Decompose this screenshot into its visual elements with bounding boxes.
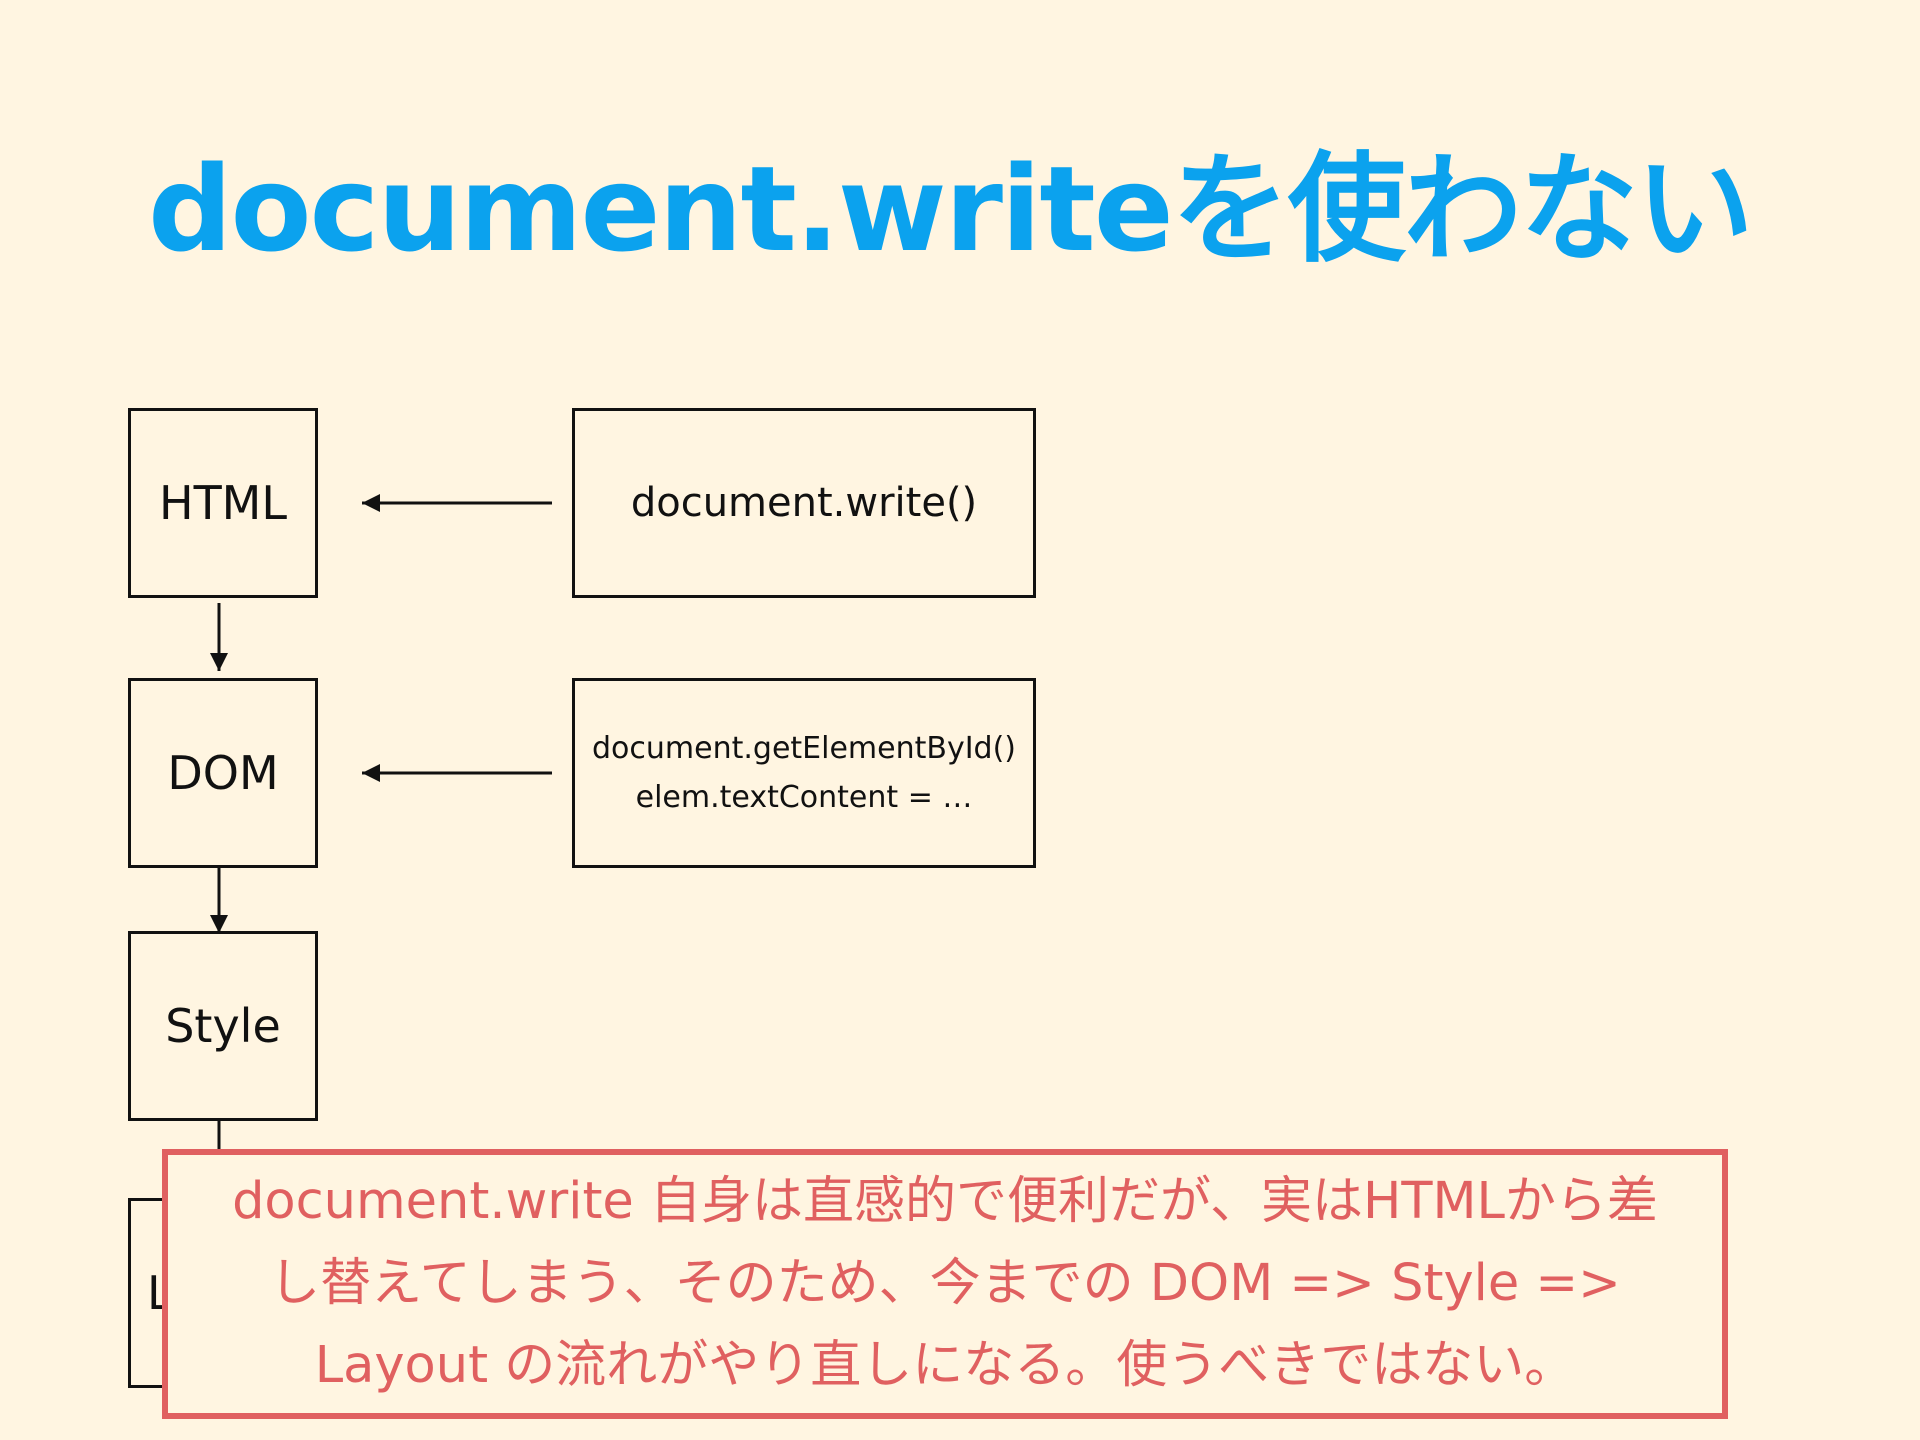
source-label-text-content: elem.textContent = … xyxy=(635,780,973,815)
source-label-get-element: document.getElementById() xyxy=(592,730,1016,766)
source-box-document-write: document.write() xyxy=(572,408,1036,598)
slide-title: document.writeを使わない xyxy=(148,140,1754,278)
stage-label-dom: DOM xyxy=(167,746,279,800)
stage-label-style: Style xyxy=(165,999,281,1053)
stage-box-style: Style xyxy=(128,931,318,1121)
note-callout: document.write 自身は直感的で便利だが、実はHTMLから差 し替え… xyxy=(162,1149,1728,1419)
stage-box-html: HTML xyxy=(128,408,318,598)
stage-label-html: HTML xyxy=(158,476,287,530)
source-label-document-write: document.write() xyxy=(630,480,978,526)
note-line-3: Layout の流れがやり直しになる。使うべきではない。 xyxy=(314,1336,1576,1395)
source-box-get-element: document.getElementById() elem.textConte… xyxy=(572,678,1036,868)
stage-box-dom: DOM xyxy=(128,678,318,868)
note-line-1: document.write 自身は直感的で便利だが、実はHTMLから差 xyxy=(232,1172,1658,1231)
note-line-2: し替えてしまう、そのため、今までの DOM => Style => xyxy=(269,1254,1621,1313)
